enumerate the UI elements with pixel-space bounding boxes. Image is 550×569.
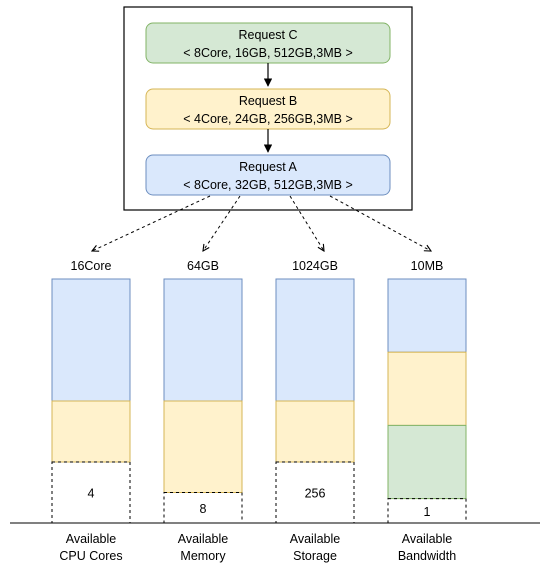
request-c-title: Request C [238, 28, 297, 42]
bandwidth-free-segment [387, 498, 467, 524]
resource-bars: 4 8 256 1 [51, 278, 467, 524]
request-b-spec: < 4Core, 24GB, 256GB,3MB > [183, 112, 353, 126]
dispatch-arrow-memory [203, 195, 241, 251]
storage-available-value: 256 [305, 487, 326, 501]
resource-label-storage-line1: Available [290, 532, 341, 546]
request-c-box: Request C < 8Core, 16GB, 512GB,3MB > [145, 22, 391, 64]
cpu-available-value: 4 [88, 487, 95, 501]
resource-label-cpu-line2: CPU Cores [59, 549, 122, 563]
request-b-title: Request B [239, 94, 297, 108]
request-b-box: Request B < 4Core, 24GB, 256GB,3MB > [145, 88, 391, 130]
bandwidth-segment-request-a [387, 278, 467, 353]
capacity-label-memory: 64GB [187, 259, 219, 273]
cpu-free-segment [51, 461, 131, 524]
request-a-title: Request A [239, 160, 297, 174]
request-c-spec: < 8Core, 16GB, 512GB,3MB > [183, 46, 353, 60]
bandwidth-segment-request-b [387, 351, 467, 426]
request-a-box: Request A < 8Core, 32GB, 512GB,3MB > [145, 154, 391, 196]
bandwidth-available-value: 1 [424, 505, 431, 519]
memory-available-value: 8 [200, 502, 207, 516]
request-a-spec: < 8Core, 32GB, 512GB,3MB > [183, 178, 353, 192]
dispatch-arrow-storage [289, 195, 324, 251]
storage-segment-request-a [275, 278, 355, 402]
dispatch-arrow-cpu [92, 195, 211, 251]
resource-label-bandwidth-line2: Bandwidth [398, 549, 456, 563]
resource-label-memory-line2: Memory [180, 549, 226, 563]
resource-label-cpu-line1: Available [66, 532, 117, 546]
resource-label-bandwidth-line1: Available [402, 532, 453, 546]
memory-free-segment [163, 492, 243, 524]
bandwidth-segment-request-c [387, 424, 467, 500]
resource-label-memory-line1: Available [178, 532, 229, 546]
dispatch-arrow-bandwidth [329, 195, 431, 251]
cpu-segment-request-b [51, 400, 131, 463]
capacity-label-cpu: 16Core [71, 259, 112, 273]
cpu-segment-request-a [51, 278, 131, 402]
request-a-rect [145, 154, 391, 196]
storage-free-segment [275, 461, 355, 524]
capacity-label-storage: 1024GB [292, 259, 338, 273]
memory-segment-request-a [163, 278, 243, 402]
memory-segment-request-b [163, 400, 243, 493]
storage-segment-request-b [275, 400, 355, 463]
resource-label-storage-line2: Storage [293, 549, 337, 563]
capacity-label-bandwidth: 10MB [411, 259, 444, 273]
